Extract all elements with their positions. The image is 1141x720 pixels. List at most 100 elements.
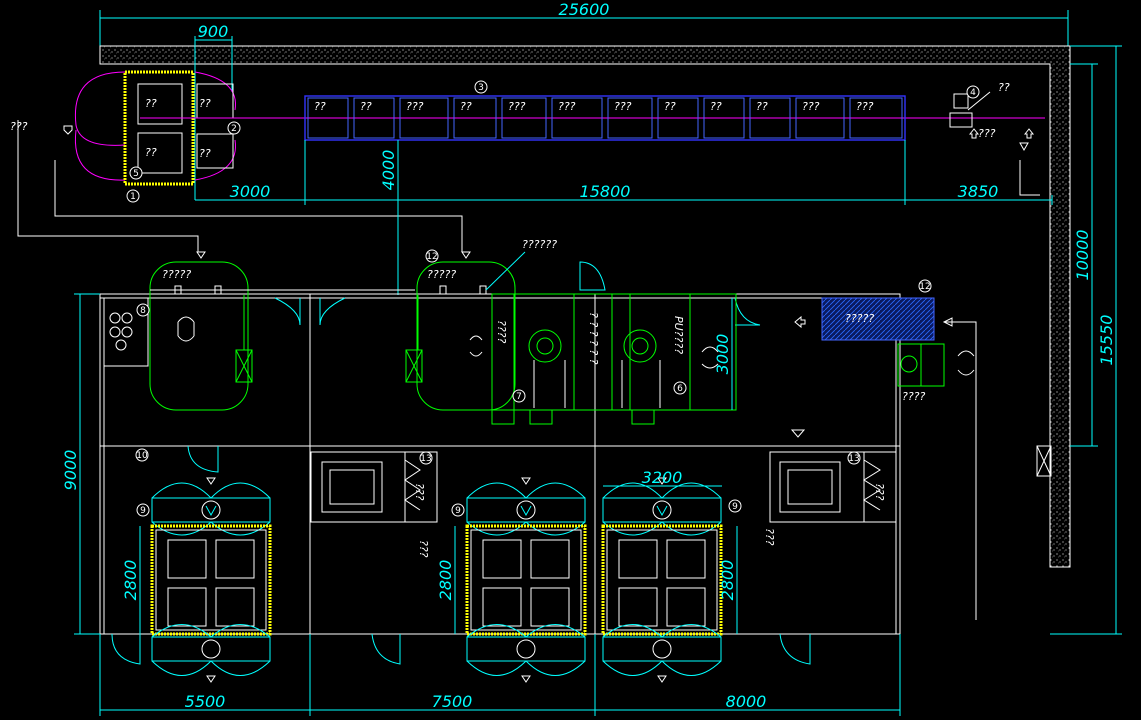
- side-label-a: ???: [413, 483, 426, 501]
- small-room-13-left: ???: [310, 451, 438, 523]
- cold-room: 2800: [436, 477, 587, 683]
- dim-3000: 3000: [230, 182, 271, 201]
- vert-label-a: ????: [495, 320, 508, 344]
- panel: [666, 539, 706, 579]
- fan-unit: [466, 636, 586, 662]
- conveyor-cell-label: ??: [360, 100, 372, 113]
- side-label-d: ???: [873, 483, 886, 501]
- gate-label-2: ??: [145, 146, 157, 159]
- left-arrow-label: ???: [10, 120, 28, 133]
- callout-number: 8: [140, 306, 146, 316]
- callout-number: 2: [231, 124, 237, 134]
- callout-marker: [425, 249, 439, 263]
- dim-2800: 2800: [718, 560, 737, 601]
- panel: [666, 587, 706, 627]
- callout-number: 12: [426, 252, 437, 262]
- center-equipment: ???? ? ? ? ? ? ? PU????: [491, 293, 737, 425]
- conveyor-cell-label: ??: [664, 100, 676, 113]
- vert-label-c: ? ? ?: [587, 340, 600, 365]
- fan-unit: [151, 636, 271, 662]
- shower-label-left: ?????: [162, 268, 191, 281]
- panel: [215, 539, 255, 579]
- callout-marker: [966, 85, 980, 99]
- callout-number: 1: [130, 192, 136, 202]
- callout-number: 13: [848, 454, 859, 464]
- fan-unit: [602, 497, 722, 523]
- panel: [482, 587, 522, 627]
- sink-left: [103, 297, 195, 367]
- conveyor-cell-label: ???: [558, 100, 576, 113]
- conveyor-cell: [703, 97, 745, 139]
- callout-number: 12: [919, 282, 930, 292]
- conveyor-cell: [353, 97, 395, 139]
- callout-number: 5: [133, 169, 139, 179]
- side-label-b: ???: [417, 540, 430, 558]
- callout-marker: [512, 389, 526, 403]
- conveyor-line: ??????????????????????????????: [304, 95, 906, 141]
- callout-marker: [136, 503, 150, 517]
- shower-booth-left: ?????: [149, 251, 415, 411]
- panel: [530, 587, 570, 627]
- callout-marker: [847, 451, 861, 465]
- dim-25600: 25600: [559, 0, 610, 19]
- dim-7500: 7500: [432, 692, 473, 711]
- callout-number: 13: [420, 454, 431, 464]
- conveyor-cell-label: ??: [756, 100, 768, 113]
- conveyor-cell-label: ??: [460, 100, 472, 113]
- callout-marker: [136, 303, 150, 317]
- callout-number: 4: [970, 88, 976, 98]
- fan-unit: [466, 497, 586, 523]
- callout-marker: [129, 166, 143, 180]
- conveyor-cell: [849, 97, 903, 139]
- callout-marker: [918, 279, 932, 293]
- right-machine: ?? ???: [949, 81, 1040, 196]
- panel: [167, 539, 207, 579]
- dim-10000: 10000: [1073, 230, 1092, 281]
- conveyor-cell: [551, 97, 603, 139]
- door-swings: [111, 261, 811, 665]
- panel: [530, 539, 570, 579]
- dim-2800: 2800: [121, 560, 140, 601]
- side-label-c: ???: [763, 528, 776, 546]
- dimension-top-total: 25600: [99, 0, 1069, 46]
- cold-room-outline: [465, 524, 587, 636]
- callout-marker: [474, 80, 488, 94]
- panel: [215, 587, 255, 627]
- callout-number: 10: [136, 451, 148, 461]
- conveyor-cell: [607, 97, 653, 139]
- conveyor-cell-label: ???: [856, 100, 874, 113]
- gate-label-1: ??: [145, 97, 157, 110]
- conveyor-cell: [795, 97, 845, 139]
- callout-marker: [673, 381, 687, 395]
- callout-number: 3: [478, 83, 484, 93]
- dimension-row-mid: 3000 15800 3850: [195, 140, 1053, 205]
- pipe-label: ??????: [522, 238, 557, 251]
- shower-booth-right: ????? ??????: [405, 238, 557, 411]
- panel: [482, 539, 522, 579]
- cold-room: 2800: [601, 477, 738, 683]
- conveyor-cell-label: ???: [802, 100, 820, 113]
- dim-15800: 15800: [580, 182, 631, 201]
- dim-2800: 2800: [436, 560, 455, 601]
- callout-number: 9: [732, 502, 738, 512]
- machine-label: ??: [998, 81, 1010, 94]
- dim-8000: 8000: [726, 692, 767, 711]
- conveyor-cell-label: ???: [614, 100, 632, 113]
- callout-marker: [126, 189, 140, 203]
- conveyor-cell: [657, 97, 699, 139]
- panel: [618, 587, 658, 627]
- conveyor-cell-label: ???: [406, 100, 424, 113]
- fan-unit: [602, 636, 722, 662]
- callout-number: 6: [677, 384, 683, 394]
- water-tank: ????? ????: [790, 297, 977, 620]
- tank-label: ?????: [845, 312, 874, 325]
- dimension-right: 10000 15550: [1050, 45, 1122, 635]
- right-arrow-label: ???: [978, 127, 996, 140]
- shower-label-right: ?????: [427, 268, 456, 281]
- conveyor-cell-label: ???: [508, 100, 526, 113]
- panel: [618, 539, 658, 579]
- callout-marker: [227, 121, 241, 135]
- conveyor-cell-label: ??: [314, 100, 326, 113]
